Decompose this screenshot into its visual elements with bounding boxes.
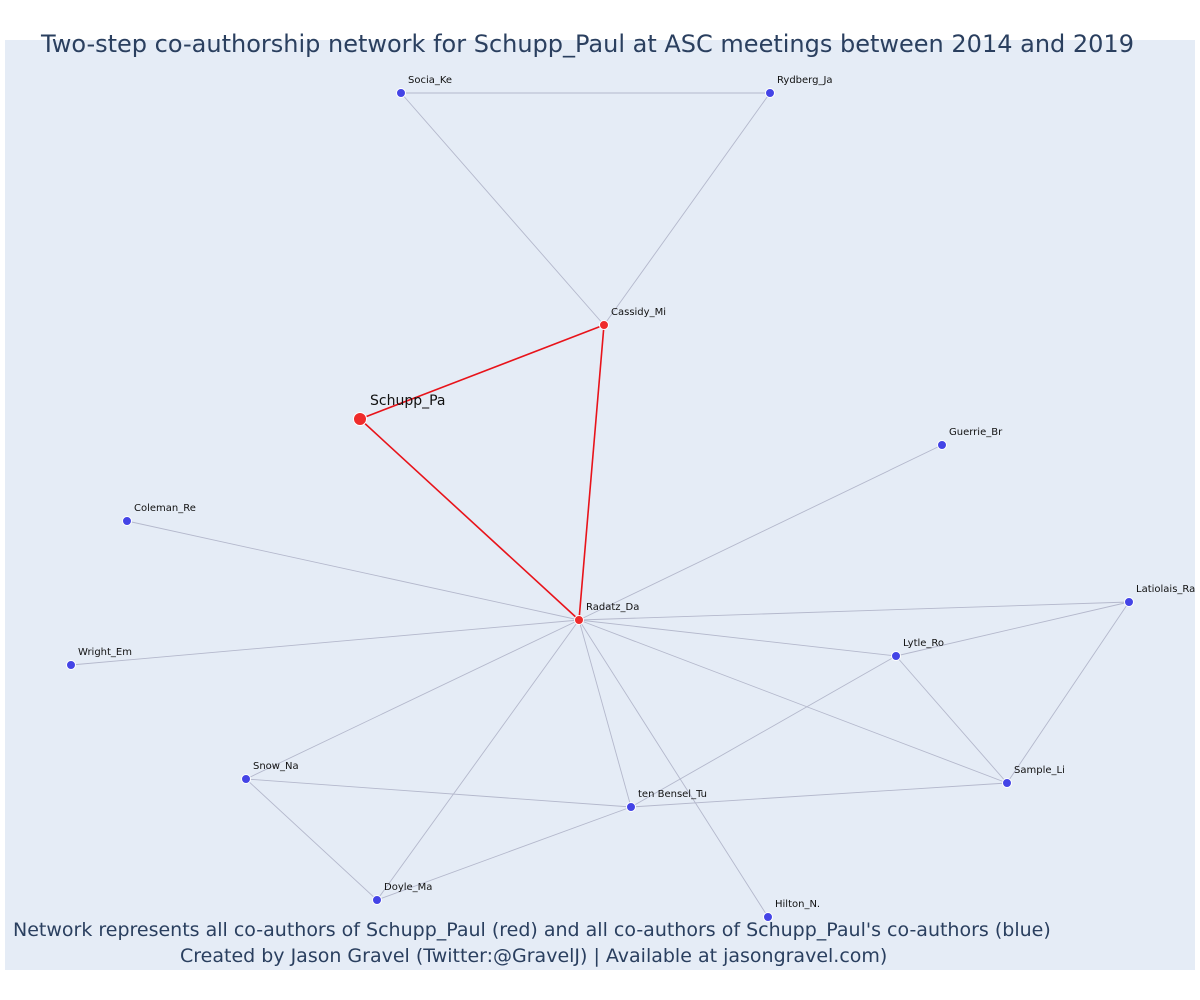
chart-title: Two-step co-authorship network for Schup… — [41, 30, 1134, 58]
edge-radatz-da-wright-em — [70, 619, 580, 666]
edge-schupp-pa-cassidy-mi — [359, 324, 605, 420]
node-rydberg-ja[interactable] — [765, 88, 775, 98]
node-label-hilton-n: Hilton_N. — [775, 899, 820, 910]
node-latiolais-ra[interactable] — [1124, 597, 1134, 607]
node-label-latiolais-ra: Latiolais_Ra — [1136, 584, 1195, 595]
node-sample-li[interactable] — [1002, 778, 1012, 788]
edge-lytle-ro-ten-bensel-tu — [630, 655, 897, 808]
node-guerrie-br[interactable] — [937, 440, 947, 450]
edge-radatz-da-doyle-ma — [376, 619, 580, 901]
node-cassidy-mi[interactable] — [599, 320, 609, 330]
node-label-guerrie-br: Guerrie_Br — [949, 427, 1003, 438]
edge-snow-na-ten-bensel-tu — [245, 778, 632, 808]
edge-latiolais-ra-sample-li — [1006, 601, 1130, 784]
node-label-snow-na: Snow_Na — [253, 761, 299, 772]
node-label-lytle-ro: Lytle_Ro — [903, 638, 944, 649]
edge-radatz-da-hilton-n — [578, 619, 769, 918]
node-lytle-ro[interactable] — [891, 651, 901, 661]
edge-doyle-ma-ten-bensel-tu — [376, 806, 632, 901]
node-radatz-da[interactable] — [574, 615, 584, 625]
node-doyle-ma[interactable] — [372, 895, 382, 905]
plot-background — [5, 40, 1195, 970]
edge-cassidy-mi-radatz-da — [578, 324, 605, 621]
edge-rydberg-ja-cassidy-mi — [603, 92, 771, 326]
edge-radatz-da-snow-na — [245, 619, 580, 780]
edge-sample-li-ten-bensel-tu — [630, 782, 1008, 808]
node-socia-ke[interactable] — [396, 88, 406, 98]
edge-radatz-da-sample-li — [578, 619, 1008, 784]
node-label-radatz-da: Radatz_Da — [586, 602, 639, 613]
node-coleman-re[interactable] — [122, 516, 132, 526]
node-snow-na[interactable] — [241, 774, 251, 784]
edge-radatz-da-guerrie-br — [578, 444, 943, 621]
node-label-cassidy-mi: Cassidy_Mi — [611, 307, 666, 318]
node-schupp-pa[interactable] — [353, 412, 367, 426]
node-layer — [66, 88, 1134, 922]
node-hilton-n[interactable] — [763, 912, 773, 922]
node-label-schupp-pa: Schupp_Pa — [370, 393, 446, 409]
edge-snow-na-doyle-ma — [245, 778, 378, 901]
node-label-coleman-re: Coleman_Re — [134, 503, 196, 514]
node-label-socia-ke: Socia_Ke — [408, 75, 452, 86]
node-wright-em[interactable] — [66, 660, 76, 670]
edge-layer — [70, 92, 1130, 918]
edge-radatz-da-ten-bensel-tu — [578, 619, 632, 808]
edge-radatz-da-coleman-re — [126, 520, 580, 621]
node-label-sample-li: Sample_Li — [1014, 765, 1065, 776]
node-label-wright-em: Wright_Em — [78, 647, 132, 658]
footer-note-line2: Created by Jason Gravel (Twitter:@Gravel… — [180, 945, 888, 967]
edge-schupp-pa-radatz-da — [359, 418, 580, 621]
footer-note-line1: Network represents all co-authors of Sch… — [13, 919, 1051, 941]
edge-lytle-ro-sample-li — [895, 655, 1008, 784]
edge-radatz-da-lytle-ro — [578, 619, 897, 657]
node-ten-bensel-tu[interactable] — [626, 802, 636, 812]
edge-socia-ke-cassidy-mi — [400, 92, 605, 326]
edge-radatz-da-latiolais-ra — [578, 601, 1130, 621]
edge-lytle-ro-latiolais-ra — [895, 601, 1130, 657]
node-label-doyle-ma: Doyle_Ma — [384, 882, 432, 893]
node-label-ten-bensel-tu: ten Bensel_Tu — [638, 789, 707, 800]
node-label-rydberg-ja: Rydberg_Ja — [777, 75, 833, 86]
